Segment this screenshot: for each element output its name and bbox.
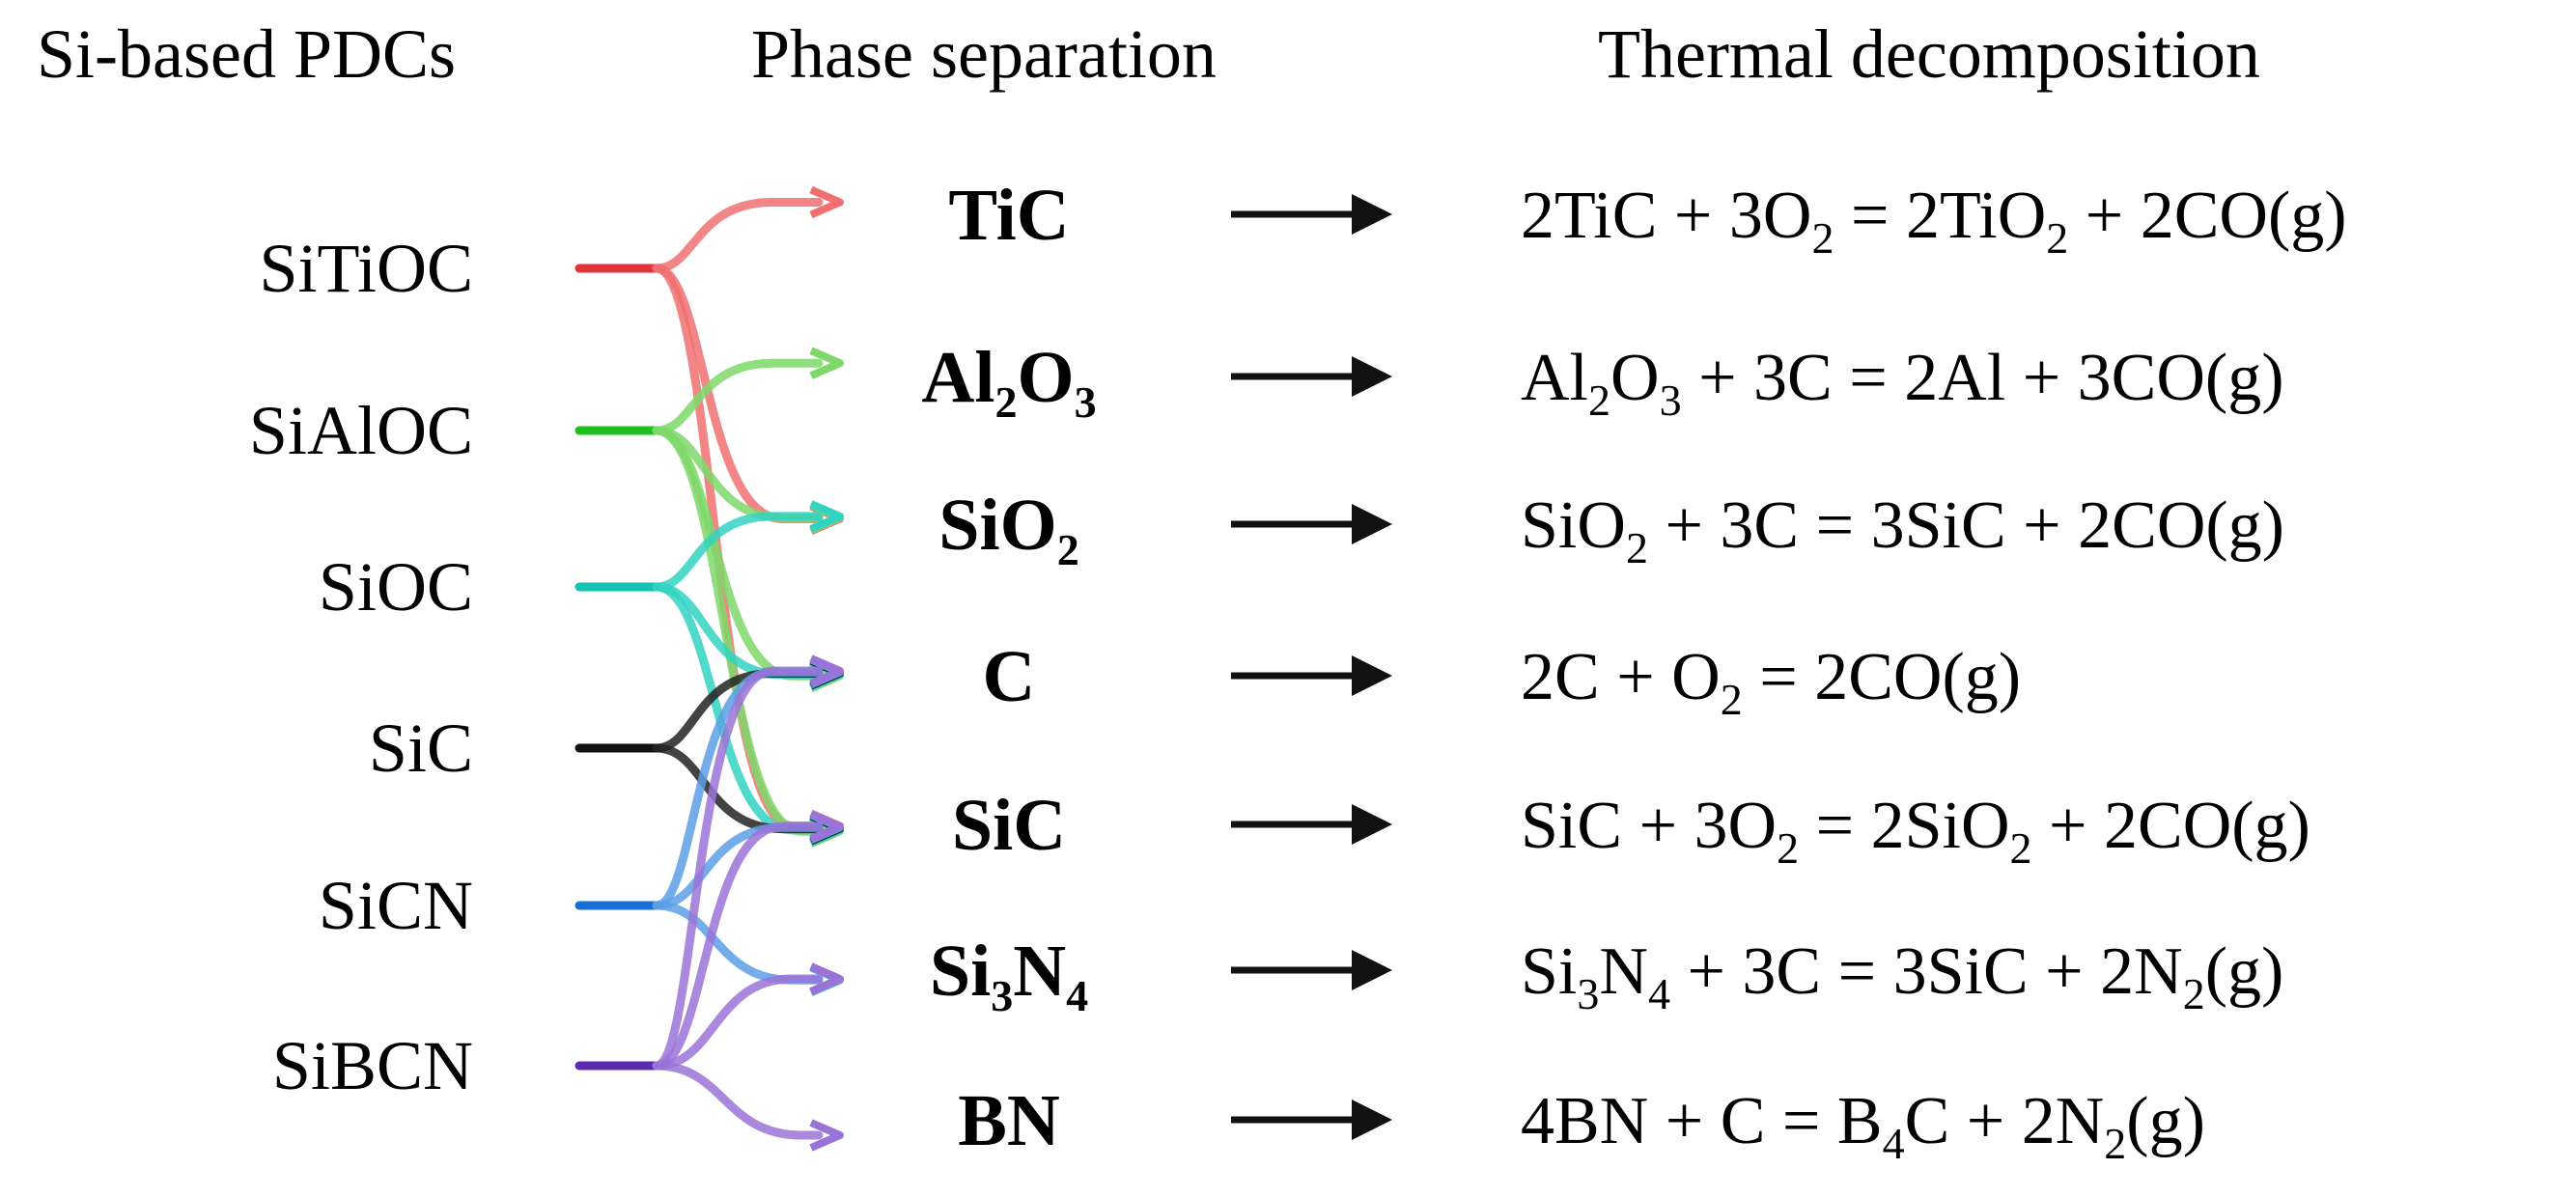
reaction-6-part: 4 [1648,969,1670,1018]
phase-al2o3-part: 2 [994,377,1017,427]
source-sioc: SiOC [319,548,473,626]
flow-branch [652,901,824,985]
reaction-6-part: N [1599,934,1648,1009]
flow-branch [652,358,824,435]
phase-sio2: SiO2 [938,485,1079,574]
phase-si3n4-part: 4 [1066,971,1088,1020]
phase-bn-part: BN [958,1080,1060,1161]
flow-branch [652,1061,824,1140]
flow-branch [652,743,824,834]
reaction-4-part: 2 [1721,675,1743,724]
phase-si3n4-part: 3 [991,971,1013,1020]
reaction-2-part: + 3C = 2Al + 3CO(g) [1682,341,2284,415]
phase-sic-part: SiC [952,785,1066,866]
flow-arrowhead [809,654,844,687]
reaction-3-part: SiO [1521,488,1626,563]
flow-arrowhead [809,962,844,995]
reaction-7-part: 2 [2104,1119,2126,1168]
reaction-3-part: + 3C = 3SiC + 2CO(g) [1648,488,2284,563]
reaction-4: 2C + O2 = 2CO(g) [1521,640,2021,724]
reaction-3: SiO2 + 3C = 3SiC + 2CO(g) [1521,488,2284,572]
reaction-5: SiC + 3O2 = 2SiO2 + 2CO(g) [1521,789,2310,873]
phase-tic: TiC [948,175,1069,256]
header-phases: Phase separation [751,15,1217,93]
reaction-2: Al2O3 + 3C = 2Al + 3CO(g) [1521,341,2284,425]
reaction-7: 4BN + C = B4C + 2N2(g) [1521,1084,2205,1168]
phase-al2o3-part: Al [921,337,994,418]
flow-arrowhead [809,1119,844,1152]
phase-si3n4-part: Si [930,931,991,1012]
source-labels: SiTiOC SiAlOC SiOC SiC SiCN SiBCN [249,230,473,1104]
reaction-3-part: 2 [1626,523,1648,572]
flow-sialoc [574,347,844,848]
flow-arrowhead [809,810,844,843]
reaction-7-part: 4BN + C = B [1521,1084,1883,1158]
phase-sio2-part: SiO [938,485,1057,566]
reaction-5-part: = 2SiO [1799,789,2009,863]
flow-branch [652,426,824,681]
reaction-2-part: 3 [1660,376,1682,425]
flow-arrowhead [809,500,844,533]
phase-al2o3-part: O [1017,337,1074,418]
flow-arrowhead [809,185,844,219]
reaction-5-part: 2 [1777,823,1799,873]
phase-al2o3: Al2O3 [921,337,1096,427]
flow-branch [652,198,824,273]
flow-arrowhead [809,347,844,379]
reaction-6-part: (g) [2205,934,2284,1009]
source-sibcn: SiBCN [272,1027,473,1104]
source-sic: SiC [369,710,473,787]
reaction-6-part: + 3C = 3SiC + 2N [1670,934,2183,1009]
reaction-7-part: C + 2N [1905,1084,2105,1158]
flow-branch [652,426,824,836]
phase-si3n4: Si3N4 [930,931,1088,1020]
phase-si3n4-part: N [1013,931,1066,1012]
phase-al2o3-part: 3 [1075,377,1097,427]
phase-bn: BN [958,1080,1060,1161]
reaction-6: Si3N4 + 3C = 3SiC + 2N2(g) [1521,934,2283,1018]
reaction-2-part: Al [1521,341,1588,415]
flow-sibcn [574,654,844,1152]
reaction-5-part: 2 [2010,823,2032,873]
phase-sic: SiC [952,785,1066,866]
reaction-1-part: = 2TiO [1834,179,2046,253]
reaction-4-part: = 2CO(g) [1743,640,2021,714]
reaction-6-part: 3 [1577,969,1599,1018]
flow-branch [652,821,824,1071]
flow-branch [652,974,824,1071]
phase-sio2-part: 2 [1057,525,1079,574]
reaction-5-part: + 2CO(g) [2032,789,2310,863]
flow-lines [574,185,844,1152]
reaction-1-part: + 2CO(g) [2068,179,2346,253]
reaction-4-part: 2C + O [1521,640,1721,714]
flow-branch [652,666,824,1071]
phase-c-part: C [983,636,1036,717]
flow-branch [652,512,824,592]
reaction-2-part: 2 [1588,376,1610,425]
process-arrows [1231,194,1392,1140]
flow-branch [652,264,824,830]
reaction-7-part: (g) [2126,1084,2205,1158]
reaction-6-part: 2 [2183,969,2205,1018]
phase-tic-part: TiC [948,175,1069,256]
reaction-1: 2TiC + 3O2 = 2TiO2 + 2CO(g) [1521,179,2347,263]
source-sitioc: SiTiOC [259,230,473,307]
source-sialoc: SiAlOC [249,392,473,469]
reaction-1-part: 2 [2046,213,2068,263]
reaction-labels: 2TiC + 3O2 = 2TiO2 + 2CO(g)Al2O3 + 3C = … [1521,179,2347,1168]
source-sicn: SiCN [319,867,473,944]
reaction-1-part: 2TiC + 3O [1521,179,1811,253]
header-sources: Si-based PDCs [37,15,456,93]
phase-c: C [983,636,1036,717]
reaction-6-part: Si [1521,934,1577,1009]
reaction-7-part: 4 [1883,1119,1905,1168]
header-reactions: Thermal decomposition [1598,15,2260,93]
reaction-5-part: SiC + 3O [1521,789,1777,863]
reaction-1-part: 2 [1811,213,1834,263]
reaction-2-part: O [1610,341,1660,415]
